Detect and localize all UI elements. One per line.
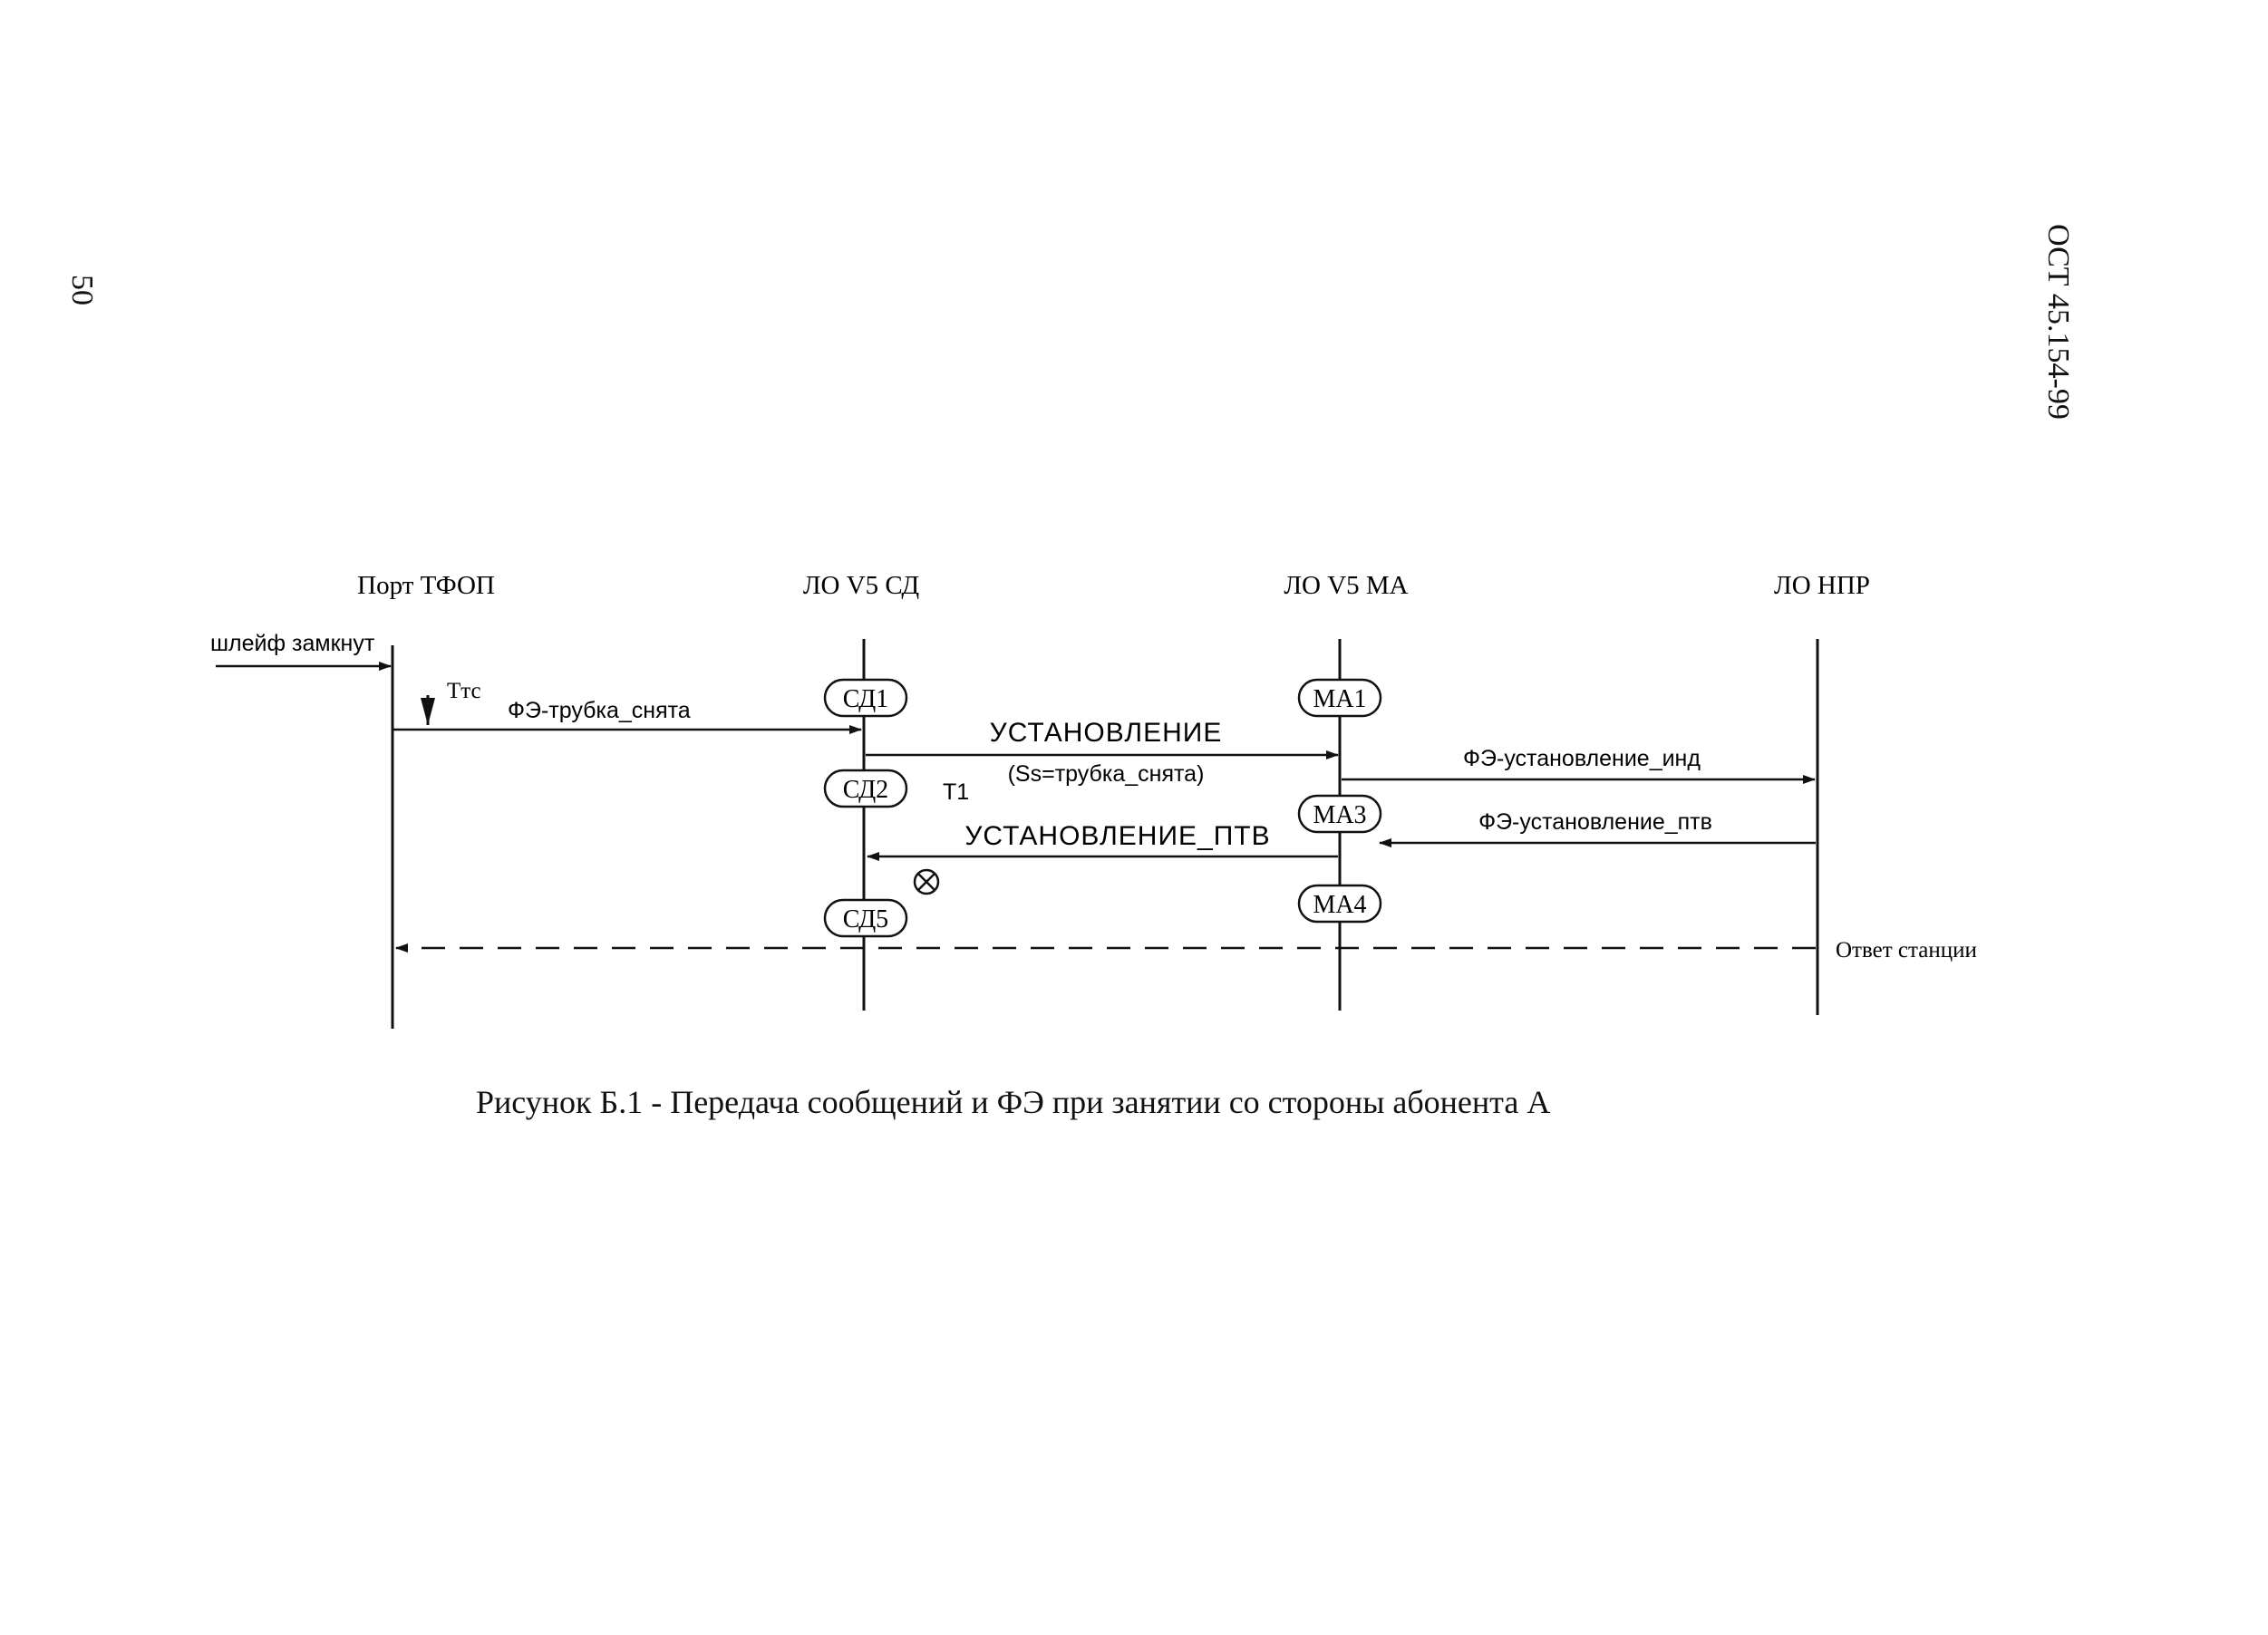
timer-t1-label: Т1	[943, 779, 969, 805]
establish-label: УСТАНОВЛЕНИЕ	[990, 718, 1223, 748]
fe-establish-ind-label: ФЭ-установление_инд	[1463, 746, 1701, 771]
state-ma1-label: МА1	[1313, 685, 1366, 713]
lifeline-label-npr: ЛО НПР	[1774, 571, 1870, 600]
establish-param-label: (Ss=трубка_снята)	[1008, 761, 1205, 787]
station-answer-label: Ответ станции	[1836, 938, 1977, 963]
timer-ttc-label: Ттс	[447, 679, 481, 703]
state-sd5	[823, 898, 908, 938]
state-sd2-label: СД2	[843, 776, 888, 804]
timer-ttc-arrowhead	[421, 698, 435, 725]
timer-stop-icon-cross-b	[917, 873, 935, 891]
lifeline-label-v5-sd: ЛО V5 СД	[803, 571, 919, 600]
loop-closed-label: шлейф замкнут	[210, 631, 375, 656]
figure-caption: Рисунок Б.1 - Передача сообщений и ФЭ пр…	[476, 1084, 1551, 1120]
state-sd1-label: СД1	[843, 685, 888, 713]
state-ma4-label: МА4	[1313, 891, 1366, 919]
state-sd5-label: СД5	[843, 905, 888, 934]
lifeline-label-v5-ma: ЛО V5 МА	[1284, 571, 1408, 600]
fe-offhook-label: ФЭ-трубка_снята	[508, 698, 691, 723]
fe-establish-ack-label: ФЭ-установление_птв	[1478, 809, 1712, 835]
lifeline-label-pstn-port: Порт ТФОП	[357, 571, 495, 600]
state-ma3-label: МА3	[1313, 801, 1366, 829]
state-ma3	[1297, 794, 1382, 834]
state-ma1	[1297, 678, 1382, 718]
state-sd2	[823, 769, 908, 808]
establish-ack-label: УСТАНОВЛЕНИЕ_ПТВ	[964, 821, 1270, 851]
state-ma4	[1297, 884, 1382, 924]
state-sd1	[823, 678, 908, 718]
